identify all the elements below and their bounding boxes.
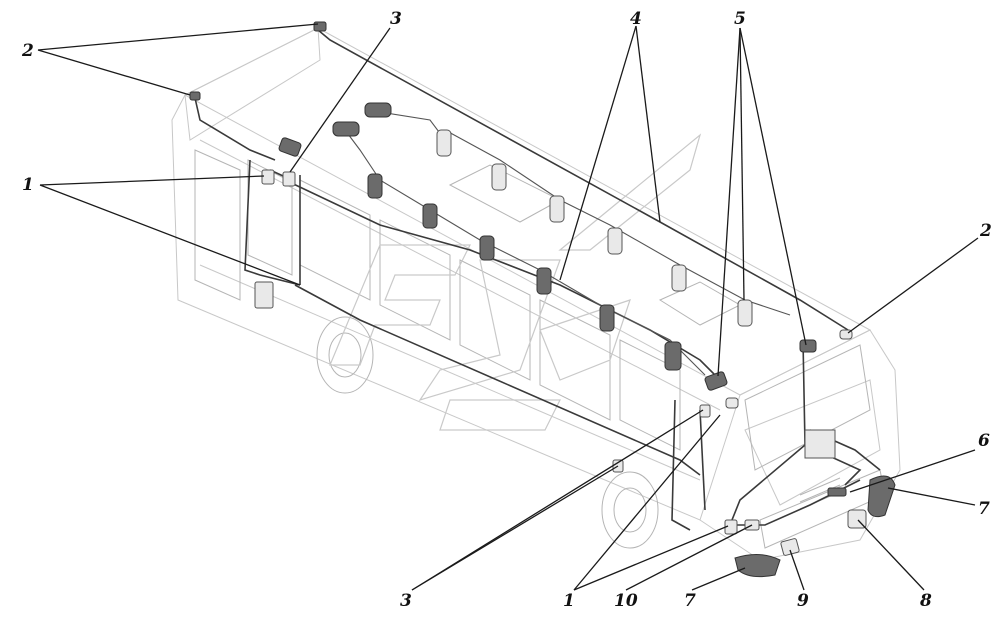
lamps [189,21,896,578]
callout-3-top: 3 [390,9,402,29]
lamp-5-front [704,371,728,391]
clearance-lamp-rear-left [189,91,201,101]
clearance-lamp-rear-right [313,21,327,32]
lamp-3-top [278,137,302,157]
leader-lines [37,23,979,591]
callout-6-right: 6 [978,431,990,451]
lamp-5-right [799,339,817,353]
callout-9-bottom: 9 [797,591,809,611]
turn-lamp [780,538,800,556]
roof-lamp-2 [332,121,360,137]
lamp-3-front [699,404,711,418]
watermark [329,133,702,431]
interior-lamp-b1 [436,129,452,157]
roof-lamp-1 [364,102,392,118]
interior-lamp-a3 [479,235,495,261]
interior-lamp-b4 [607,227,623,255]
callout-4-top: 4 [630,9,642,29]
lamp-5-marker [725,397,739,409]
rear-box [254,281,274,309]
interior-lamp-a6 [664,341,682,371]
callout-1-bottom: 1 [563,591,575,611]
interior-lamp-b2 [491,163,507,191]
callout-3-bottom: 3 [400,591,412,611]
callout-7-bottom: 7 [684,591,696,611]
lamp-1-rear [261,169,275,185]
interior-lamp-a4 [536,267,552,295]
interior-lamp-a5 [599,304,615,332]
interior-lamp-b3 [549,195,565,223]
callout-7-right: 7 [978,499,990,519]
interior-lamp-a1 [367,173,383,199]
front-control-box [804,429,836,459]
callout-8-bottom: 8 [919,591,932,611]
callout-labels: 2 3 4 5 1 2 6 7 3 1 10 7 9 8 [21,9,992,611]
callout-2-top-left: 2 [21,41,34,61]
callout-10-bottom: 10 [614,591,638,611]
relay-block [827,487,847,497]
callout-2-right: 2 [979,221,992,241]
callout-5-top: 5 [734,9,746,29]
interior-lamp-b6 [737,299,753,327]
lamp-3-rear [282,171,296,187]
interior-lamp-b5 [671,264,687,292]
interior-lamp-a2 [422,203,438,229]
headlight-right [867,475,896,518]
callout-1-left: 1 [22,175,34,195]
headlight-left [734,554,781,578]
